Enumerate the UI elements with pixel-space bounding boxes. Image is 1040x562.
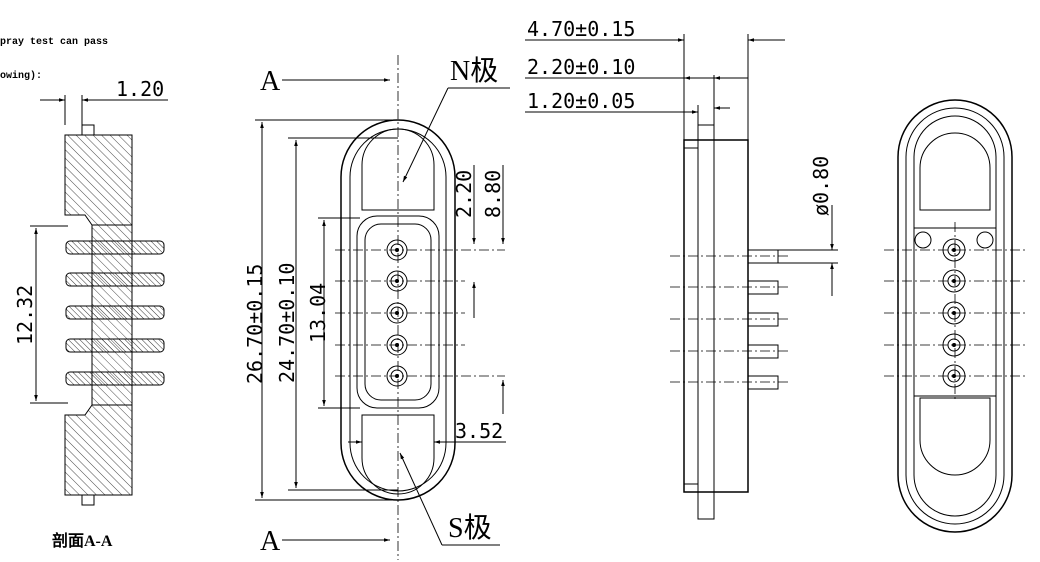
dim-8-80: 8.80 [481,170,505,218]
side-flange [697,124,715,520]
section-caption: 剖面A-A [52,531,113,550]
section-pins [65,240,165,386]
dim-24-70: 24.70±0.10 [275,263,299,383]
dim-3-52: 3.52 [455,419,503,443]
back-s-pocket [919,397,991,476]
note-line-2: owing): [0,70,42,82]
note-line-1: pray test can pass [0,37,108,48]
dim-1-20: 1.20 [116,77,164,101]
back-view [884,99,1026,533]
s-pole-label: S极 [448,512,492,544]
side-pins [747,249,779,390]
dim-2-20: 2.20 [452,170,476,218]
side-view: 4.70±0.15 2.20±0.10 1.20±0.05 ø0.80 [525,17,838,520]
dim-2-20-side: 2.20±0.10 [527,55,635,79]
dim-pin-diameter: ø0.80 [809,156,833,216]
s-pole-pocket [361,414,435,495]
back-outer-shell [897,99,1013,533]
section-view: 1.20 12.32 剖面A-A [13,77,168,550]
n-pole-pocket [361,128,435,211]
n-pole-label: N极 [450,55,498,87]
bottom-nub [81,494,95,506]
section-mark-bottom: A [260,526,281,557]
dim-26-70: 26.70±0.15 [243,264,267,384]
dim-4-70: 4.70±0.15 [527,17,635,41]
dim-1-20-side: 1.20±0.05 [527,89,635,113]
pin-carrier [356,215,440,409]
dim-13-04: 13.04 [306,283,330,343]
locating-hole-left [914,231,932,249]
section-mark-top: A [260,66,281,97]
side-body [683,139,749,493]
locating-hole-right [976,231,994,249]
front-view: A A N极 S极 26.70±0.15 24.70±0.10 13.04 2.… [243,55,510,560]
back-n-pocket [919,132,991,211]
top-nub [81,124,95,136]
dim-12-32: 12.32 [13,285,37,345]
